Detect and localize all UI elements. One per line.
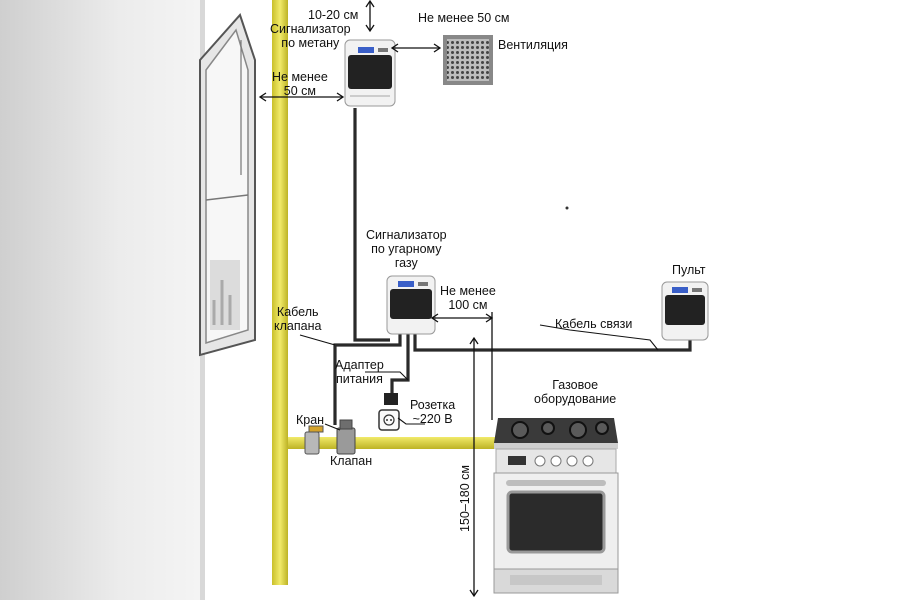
ventilation-grille [443,35,493,85]
gas-equipment-label: Газовое оборудование [534,378,617,406]
remote-panel [661,281,709,341]
gas-stove [493,418,619,594]
comm-cable-label: Кабель связи [555,317,633,331]
leader-lines [299,324,659,431]
methane-detector [344,39,396,107]
wall [0,0,205,600]
valve-cable-label: Кабель клапана [274,305,322,333]
remote-label: Пульт [672,263,706,277]
tap-label: Кран [296,413,325,427]
dimension-arrows [258,0,494,598]
solenoid-valve [336,419,356,455]
gas-tap [304,425,324,455]
min-100-label: Не менее 100 см [440,284,496,312]
socket-icon [378,409,400,431]
cables [333,108,692,425]
min-50-window-label: Не менее 50 см [272,70,328,98]
co-detector [386,275,436,335]
methane-detector-label: Сигнализатор по метану [270,22,351,50]
valve-label: Клапан [330,454,373,468]
dot [565,206,569,210]
gas-riser-pipe [272,0,288,585]
socket-label: Розетка ~220 В [410,398,456,426]
height-label: 150–180 см [458,465,472,532]
ventilation-label: Вентиляция [498,38,568,52]
power-adapter [384,393,398,405]
window [199,13,256,357]
min-50-vent-label: Не менее 50 см [418,11,510,25]
clearance-top-label: 10-20 см [308,8,359,22]
power-adapter-label: Адаптер питания [335,358,384,386]
co-detector-label: Сигнализатор по угарному газу [366,228,447,270]
